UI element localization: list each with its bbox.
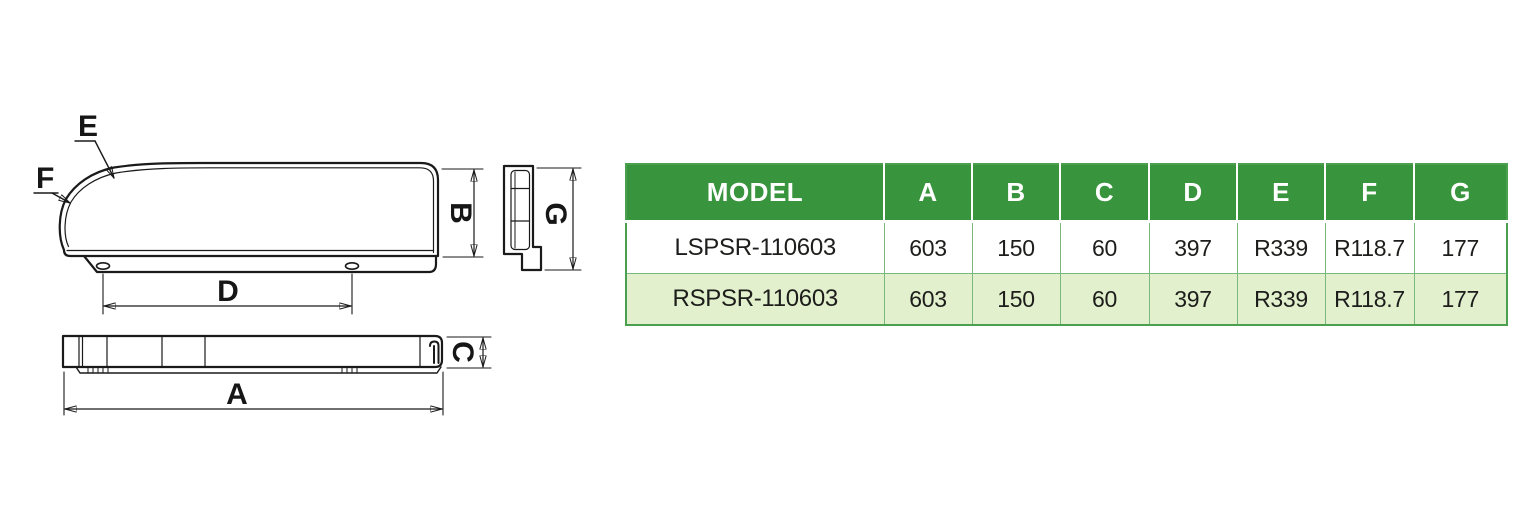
callout-label-e: E [78,110,98,143]
profile-outline [58,161,440,258]
cell-b: 150 [971,273,1061,326]
cell-b: 150 [971,221,1061,274]
cell-g: 177 [1413,221,1508,274]
bottom-strip [75,366,442,374]
bottom-view [61,334,444,374]
callout-e: E [74,110,115,179]
table-row: RSPSR-110603 603 150 60 397 R339 R118.7 … [625,273,1508,326]
section-channel [510,169,531,251]
dimension-b: B [441,168,484,258]
col-header-g: G [1413,164,1507,223]
callout-e-leader [94,140,115,179]
bottom-strip-notches-left [87,366,109,374]
end-view [502,164,543,272]
dimension-g: G [536,167,582,271]
col-header-c: C [1059,164,1149,223]
bottom-end-clip [429,340,440,364]
cell-e: R339 [1236,273,1326,326]
spec-table: MODEL A B C D E F G LSPSR-110603 603 150… [625,163,1508,326]
dimension-a: A [63,371,444,416]
col-header-f: F [1324,164,1414,223]
side-view [58,161,440,274]
col-header-d: D [1148,164,1237,223]
cell-d: 397 [1148,273,1238,326]
dimension-c: C [446,336,492,369]
cell-a: 603 [883,273,973,326]
callout-label-f: F [36,162,54,195]
dim-label-b: B [444,202,477,224]
cell-g: 177 [1413,273,1508,326]
cell-e: R339 [1236,221,1326,274]
bottom-strip-notches-right [341,366,358,374]
cell-f: R118.7 [1324,221,1415,274]
cell-c: 60 [1059,221,1150,274]
spec-table-grid: MODEL A B C D E F G LSPSR-110603 603 150… [625,163,1508,326]
col-header-a: A [883,164,972,223]
mounting-hole-front [95,261,111,270]
dim-label-g: G [539,202,572,225]
profile-inner-line [64,167,435,254]
col-header-b: B [971,164,1060,223]
cell-d: 397 [1148,221,1238,274]
dimension-d: D [102,273,353,315]
dim-label-c: C [446,341,479,363]
bottom-outline [61,334,444,369]
cell-c: 60 [1059,273,1150,326]
cell-model: RSPSR-110603 [625,273,885,326]
dim-label-d: D [217,275,239,308]
mounting-flange [82,254,438,274]
table-row: LSPSR-110603 603 150 60 397 R339 R118.7 … [625,221,1508,274]
cell-a: 603 [883,221,973,274]
col-header-e: E [1236,164,1325,223]
callout-f: F [33,162,71,204]
dim-label-a: A [226,378,248,411]
cell-model: LSPSR-110603 [625,221,885,274]
col-header-model: MODEL [626,164,884,223]
callout-f-leader [51,192,71,204]
cell-f: R118.7 [1324,273,1415,326]
header-row: MODEL A B C D E F G [626,164,1507,223]
section-outline [502,164,543,272]
technical-drawing: E F B D [33,110,582,416]
mounting-hole-rear [344,261,360,270]
